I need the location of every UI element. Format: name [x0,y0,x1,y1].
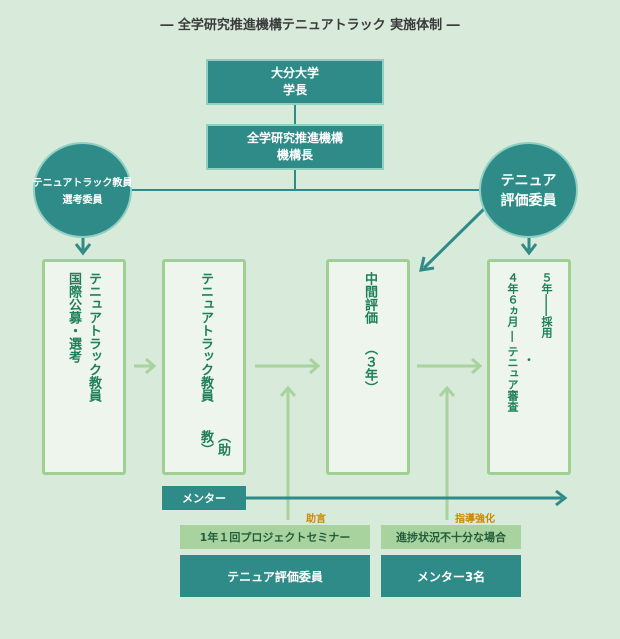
flow-arrow-3 [417,357,483,375]
mentor-label: メンター [162,486,246,510]
diagonal-arrow [419,207,486,272]
mentor-three-box: メンター3名 [381,555,521,597]
stage-tenure-review: ５年――採用 ・ ４年６ヵ月 ― テニュア審査 [487,259,571,475]
diagram-title: ― 全学研究推進機構テニュアトラック 実施体制 ― [160,18,460,33]
stage-tenure-col3: ４年６ヵ月 ― テニュア審査 [506,272,519,412]
selection-committee-line2: 選考委員 [62,195,103,206]
tenure-committee-box: テニュア評価委員 [180,555,370,597]
stage-interim-evaluation: 中間評価 （３年） [326,259,410,475]
tenure-committee-line1: テニュア [500,173,557,189]
tenure-committee-circle: テニュア 評価委員 [479,142,578,238]
president-box: 大分大学 学長 [206,59,384,105]
stage-tenure-col1: ５年――採用 [540,272,553,338]
director-box: 全学研究推進機構 機構長 [206,124,384,170]
selection-committee-circle: テニュアトラック教員 選考委員 [33,142,132,238]
stage-interim-col1: 中間評価 [362,272,377,324]
right-circle-down-arrow [520,236,538,256]
seminar-label: 1年１回プロジェクトセミナー [180,525,370,549]
stage-assistant-professor: テニュアトラック教員 （助教） [162,259,246,475]
selection-committee-line1: テニュアトラック教員 [32,178,133,189]
stage-assistant-col2: （助教） [198,430,230,456]
stage-recruitment-col1: テニュアトラック教員 [86,272,101,402]
advice-label: 助言 [306,514,326,525]
mentor-arrow [246,489,568,507]
left-circle-down-arrow [74,236,92,256]
flow-arrow-1 [134,357,157,375]
stage-tenure-col2: ・ [522,354,535,365]
stage-interim-col2: （３年） [362,342,377,394]
flow-arrow-2 [255,357,321,375]
stage-recruitment: テニュアトラック教員 国際公募・選考 [42,259,126,475]
tenure-committee-line2: 評価委員 [500,193,557,209]
advice-up-arrow [279,385,297,520]
guidance-label: 指導強化 [455,514,495,525]
guidance-up-arrow [438,385,456,520]
stage-assistant-col1: テニュアトラック教員 [198,272,213,402]
stage-recruitment-col2: 国際公募・選考 [66,272,81,363]
progress-label: 進捗状況不十分な場合 [381,525,521,549]
